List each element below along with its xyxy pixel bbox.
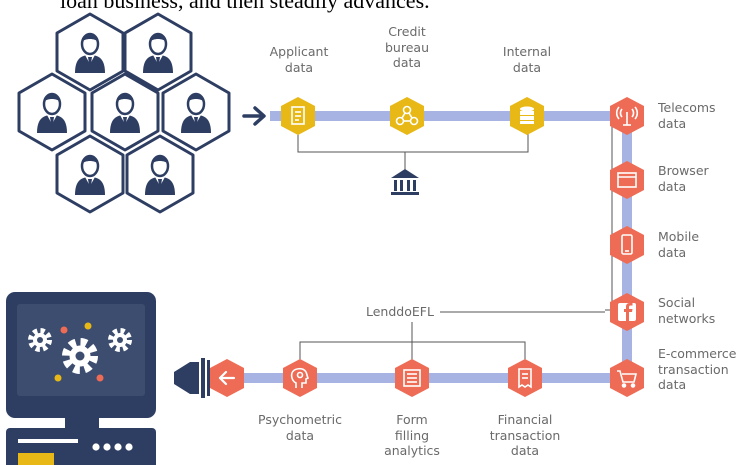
credit-bureau-data-label: Credit bureau data — [385, 24, 429, 71]
top-connectors — [297, 120, 613, 311]
document-icon — [291, 106, 305, 125]
ecommerce-data-hexagon — [610, 359, 644, 397]
credit-bureau-data-hexagon — [390, 97, 424, 135]
psychometric-data-label: Psychometric data — [258, 412, 342, 443]
mobile-data-label: Mobile data — [658, 229, 700, 260]
applicant-data-hexagon — [281, 97, 315, 135]
person-hexagon — [125, 134, 195, 214]
form-filling-analytics-hexagon — [395, 359, 429, 397]
form-filling-analytics-label: Form filling analytics — [384, 412, 440, 459]
browser-icon — [617, 172, 637, 188]
financial-transaction-data-label: Financial transaction data — [489, 412, 561, 459]
person-hexagon — [55, 134, 125, 214]
psychometric-data-hexagon — [283, 359, 317, 397]
person-hexagon — [161, 72, 231, 152]
telecoms-data-hexagon — [610, 97, 644, 135]
telecoms-data-label: Telecoms data — [658, 100, 716, 131]
head-icon — [290, 367, 310, 388]
ecommerce-data-label: E-commerce transaction data — [658, 346, 737, 393]
mobile-phone-icon — [621, 234, 633, 255]
internal-data-hexagon — [510, 97, 544, 135]
browser-data-label: Browser data — [658, 163, 709, 194]
applicant-data-label: Applicant data — [269, 44, 329, 75]
mobile-data-hexagon — [610, 226, 644, 264]
social-networks-label: Social networks — [658, 295, 716, 326]
financial-transaction-data-hexagon — [508, 359, 542, 397]
browser-data-hexagon — [610, 161, 644, 199]
output-arrow-hexagon — [210, 359, 244, 397]
network-icon — [395, 105, 419, 126]
lenddoefl-label: LenddoEFL — [366, 304, 434, 319]
facebook-icon — [618, 303, 636, 321]
entry-arrow-icon — [242, 106, 266, 126]
computer-icon — [6, 292, 156, 465]
bank-icon — [391, 169, 419, 195]
social-networks-hexagon — [610, 293, 644, 331]
person-hexagon — [55, 12, 125, 92]
internal-data-label: Internal data — [502, 44, 552, 75]
database-icon — [520, 106, 534, 124]
connector-plug-icon — [174, 358, 210, 398]
form-icon — [403, 369, 421, 387]
shopping-cart-icon — [617, 370, 638, 388]
people-cluster — [17, 12, 231, 214]
arrow-left-icon — [218, 370, 236, 386]
person-hexagon — [17, 72, 87, 152]
bottom-connectors — [299, 311, 605, 365]
header-fragment: loan business, and then steadily advance… — [60, 0, 430, 13]
receipt-icon — [518, 368, 532, 389]
